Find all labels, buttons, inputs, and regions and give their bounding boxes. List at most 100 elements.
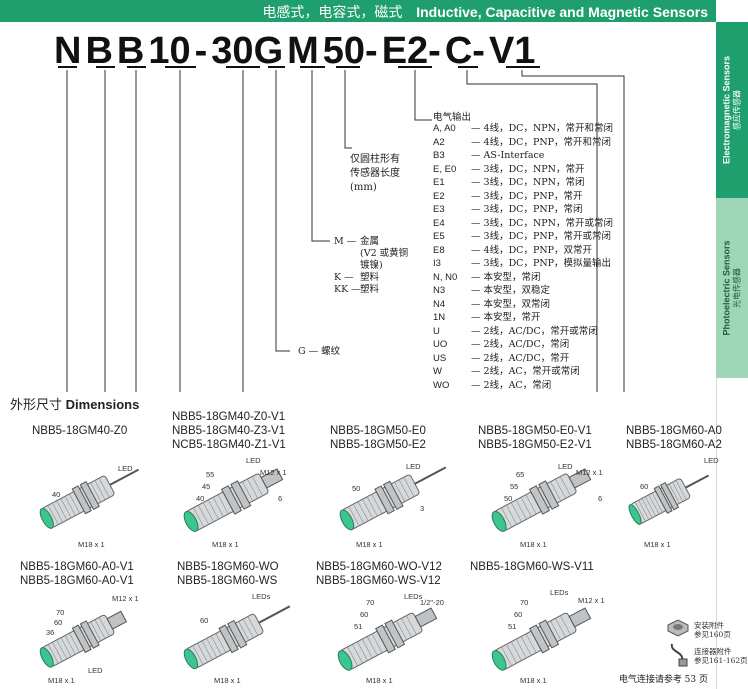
model-line: NBB5-18GM60-A0-V1 bbox=[20, 575, 134, 587]
output-option-code: N4 bbox=[433, 298, 446, 310]
dimension-label: M18 x 1 bbox=[78, 540, 105, 549]
tab-electromagnetic[interactable]: Electromagnetic Sensors 感应传感器 bbox=[716, 22, 748, 198]
side-tabs: Electromagnetic Sensors 感应传感器 Photoelect… bbox=[716, 22, 748, 689]
model-line: NBB5-18GM60-A0-V1 bbox=[20, 561, 134, 573]
output-option-code: A, A0 bbox=[433, 123, 456, 134]
model-line: NBB5-18GM60-A0 bbox=[626, 425, 722, 437]
dimension-label: LEDs bbox=[252, 592, 271, 601]
housing-row: (V2 或黄铜 bbox=[334, 248, 408, 260]
connector-length bbox=[344, 70, 352, 149]
housing-desc: 塑料 bbox=[360, 284, 380, 295]
dimension-label: 70 bbox=[366, 598, 375, 607]
model-line: NBB5-18GM50-E2-V1 bbox=[478, 439, 592, 451]
model-line: NBB5-18GM50-E0 bbox=[330, 425, 426, 437]
housing-row: 镀镍) bbox=[334, 260, 408, 272]
dimension-label: 60 bbox=[200, 616, 209, 625]
sensor-illustration bbox=[39, 468, 140, 529]
code-part: 30G bbox=[211, 30, 284, 72]
output-option-row: U— 2线，AC/DC，常开或常闭 bbox=[433, 325, 613, 339]
dimension-label: 65 bbox=[516, 470, 525, 479]
output-option-row: A2— 4线，DC，PNP，常开和常闭 bbox=[433, 136, 613, 150]
output-option-row: E2— 3线，DC，PNP，常开 bbox=[433, 190, 613, 204]
output-option-code: E5 bbox=[433, 231, 445, 242]
sensor-illustration bbox=[183, 605, 291, 670]
dimension-label: LED bbox=[704, 456, 719, 465]
output-option-code: A2 bbox=[433, 136, 445, 148]
dimensions-title-cn: 外形尺寸 bbox=[10, 398, 63, 413]
output-option-row: UO — 2线，AC/DC，常闭 bbox=[433, 338, 613, 352]
model-line: NCB5-18GM40-Z1-V1 bbox=[172, 439, 286, 451]
output-option-desc: — 本安型，双常闭 bbox=[471, 298, 551, 310]
sensor-illustration bbox=[491, 607, 592, 671]
sensor-illustration bbox=[339, 466, 447, 531]
output-option-desc: — 3线，DC，NPN，常开或常闭 bbox=[471, 217, 613, 229]
dimension-label: 40 bbox=[52, 490, 61, 499]
dimension-label: 60 bbox=[360, 610, 369, 619]
dimension-label: 36 bbox=[46, 628, 55, 637]
output-option-row: US— 2线，AC/DC，常开 bbox=[433, 352, 613, 366]
model-line: NBB5-18GM60-WO bbox=[177, 561, 279, 573]
thread-annotation: G — 螺纹 bbox=[298, 346, 341, 357]
dimension-label: 60 bbox=[54, 618, 63, 627]
nut-icon bbox=[667, 619, 689, 637]
output-option-row: W— 2线，AC，常开或常闭 bbox=[433, 365, 613, 379]
code-part: V1 bbox=[488, 30, 536, 72]
model-label-3: NBB5-18GM50-E0 NBB5-18GM50-E2 bbox=[330, 424, 426, 452]
tab-electromagnetic-en: Electromagnetic Sensors bbox=[721, 55, 732, 165]
dimension-label: M18 x 1 bbox=[520, 540, 547, 549]
output-option-code: E4 bbox=[433, 217, 445, 229]
output-option-code: B3 bbox=[433, 150, 445, 161]
output-option-code: I3 bbox=[433, 258, 441, 269]
dimension-label: 51 bbox=[354, 622, 363, 631]
code-part: 10 bbox=[148, 30, 191, 72]
dimension-label: M18 x 1 bbox=[520, 676, 547, 685]
dimension-label: 6 bbox=[598, 494, 603, 503]
output-option-desc: — 2线，AC/DC，常开或常闭 bbox=[471, 325, 598, 337]
output-option-row: WO— 2线，AC，常闭 bbox=[433, 379, 613, 393]
code-part: M bbox=[287, 30, 319, 72]
dimension-label: 55 bbox=[510, 482, 519, 491]
output-option-row: N, N0— 本安型，常闭 bbox=[433, 271, 613, 285]
housing-desc: 金属 bbox=[360, 236, 380, 247]
model-line: NBB5-18GM60-A2 bbox=[626, 439, 722, 451]
output-option-code: UO bbox=[433, 339, 448, 350]
tab-electromagnetic-cn: 感应传感器 bbox=[732, 90, 742, 131]
sensor-illustration bbox=[628, 474, 710, 525]
dimension-label: 70 bbox=[56, 608, 65, 617]
mount-accessory-note: 安装附件 参见160页 bbox=[694, 621, 731, 639]
output-option-row: E, E0— 3线，DC，NPN，常开 bbox=[433, 163, 613, 177]
sensor-illustration bbox=[491, 468, 592, 532]
dimension-label: LED bbox=[88, 666, 103, 675]
cable-connector-icon bbox=[670, 643, 688, 667]
dimension-label: 55 bbox=[206, 470, 215, 479]
output-option-code: N3 bbox=[433, 285, 446, 296]
output-option-desc: — 2线，AC/DC，常闭 bbox=[471, 339, 570, 350]
housing-code bbox=[334, 260, 360, 272]
tab-photoelectric-cn: 光电传感器 bbox=[732, 268, 742, 309]
output-option-desc: — 4线，DC，PNP，双常开 bbox=[471, 244, 593, 256]
dimension-label: LED bbox=[558, 462, 573, 471]
model-line: NBB5-18GM40-Z0-V1 bbox=[172, 411, 286, 423]
tab-photoelectric[interactable]: Photoelectric Sensors 光电传感器 bbox=[716, 198, 748, 378]
output-option-row: E1— 3线，DC，NPN，常闭 bbox=[433, 176, 613, 190]
dimensions-title: 外形尺寸 Dimensions bbox=[10, 394, 139, 413]
output-option-desc: — 2线，AC/DC，常开 bbox=[471, 352, 570, 364]
housing-desc: 镀镍) bbox=[360, 260, 383, 271]
model-line: NBB5-18GM40-Z0 bbox=[32, 425, 128, 437]
length-annotation: 仅圆柱形有 传感器长度 (mm) bbox=[350, 154, 400, 193]
housing-code: M — bbox=[334, 236, 357, 247]
side-tab-blank bbox=[716, 378, 748, 689]
dimension-label: M18 x 1 bbox=[214, 676, 241, 685]
housing-code bbox=[334, 248, 360, 260]
code-part: 50- bbox=[322, 30, 378, 72]
output-option-desc: — 3线，DC，PNP，常闭 bbox=[471, 204, 583, 215]
output-title: 电气输出 bbox=[433, 112, 472, 123]
output-option-row: E5— 3线，DC，PNP，常开或常闭 bbox=[433, 230, 613, 244]
